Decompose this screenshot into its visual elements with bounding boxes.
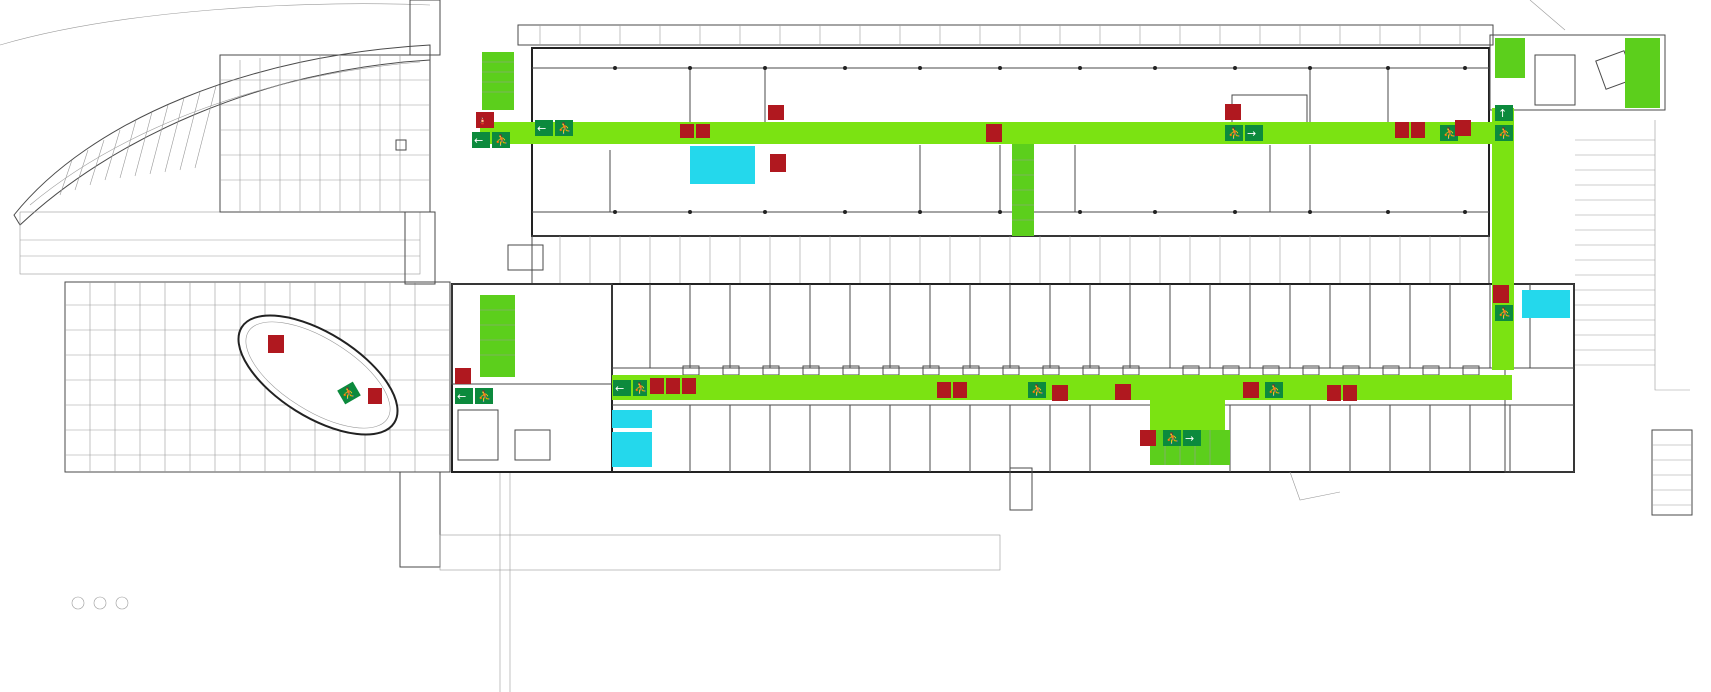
legend-marker — [115, 596, 129, 610]
fire-sign — [1115, 384, 1131, 400]
stair-sw — [480, 295, 515, 377]
svg-text:⛹: ⛹ — [1498, 306, 1512, 320]
fire-sign — [1225, 104, 1241, 120]
svg-text:⛹: ⛹ — [1166, 431, 1180, 445]
fire-sign — [455, 368, 471, 384]
exit-sign: ← ⛹ — [613, 380, 648, 396]
bridge-strip — [399, 0, 1001, 692]
svg-text:→: → — [1247, 127, 1256, 140]
fire-sign: 🧯 — [476, 112, 494, 128]
legend-markers — [71, 596, 129, 610]
stair-ne-2 — [1625, 38, 1660, 108]
svg-text:⛹: ⛹ — [1031, 383, 1045, 397]
exit-sign: ⛹ — [1440, 125, 1458, 141]
svg-text:⛹: ⛹ — [1498, 126, 1512, 140]
exit-sign: ⛹ — [1028, 382, 1046, 398]
exit-sign: ⛹ → — [1163, 430, 1201, 446]
fire-equipment-signs: 🧯 — [268, 104, 1509, 446]
exit-sign: ← ⛹ — [472, 132, 510, 148]
fire-sign — [1052, 385, 1068, 401]
east-vertical-route — [1492, 108, 1514, 370]
east-tower — [1009, 0, 1693, 516]
exit-sign: ← ⛹ — [535, 120, 573, 136]
tech-room-east — [1522, 290, 1570, 318]
svg-text:⛹: ⛹ — [1268, 383, 1282, 397]
fire-sign — [937, 382, 967, 398]
oval-atrium — [237, 314, 399, 436]
exit-sign: ⛹ — [1495, 305, 1513, 321]
legend-marker — [71, 596, 85, 610]
legend-marker — [93, 596, 107, 610]
svg-text:←: ← — [615, 382, 624, 395]
fire-sign — [1243, 382, 1259, 398]
svg-text:⛹: ⛹ — [1443, 126, 1457, 140]
tech-room-south-2 — [612, 432, 652, 467]
svg-text:⛹: ⛹ — [495, 133, 509, 147]
svg-text:↑: ↑ — [1498, 107, 1507, 120]
svg-text:←: ← — [537, 122, 546, 135]
fire-sign — [268, 335, 284, 353]
fire-sign — [1395, 122, 1425, 138]
tech-room-south-1 — [612, 410, 652, 428]
svg-text:⛹: ⛹ — [634, 381, 648, 395]
fire-sign — [1327, 385, 1357, 401]
exit-sign: ⛹ — [337, 381, 361, 405]
svg-text:←: ← — [457, 390, 466, 403]
fire-sign — [680, 124, 710, 138]
exit-sign: ↑ ⛹ — [1495, 105, 1513, 141]
stair-treads — [480, 61, 1211, 465]
tech-room-north — [690, 146, 755, 184]
fire-sign — [1455, 120, 1471, 136]
south-wing — [451, 283, 1575, 473]
exit-sign: ⛹ → — [1225, 125, 1263, 141]
fire-sign — [768, 105, 784, 120]
svg-text:⛹: ⛹ — [478, 389, 492, 403]
svg-text:→: → — [1185, 432, 1194, 445]
svg-text:⛹: ⛹ — [1228, 126, 1242, 140]
exit-sign: ⛹ — [1265, 382, 1283, 398]
fire-sign — [770, 154, 786, 172]
middle-band — [507, 235, 1490, 285]
exit-sign: ← ⛹ — [455, 388, 493, 404]
svg-text:🧯: 🧯 — [478, 116, 487, 125]
technical-rooms — [612, 146, 1570, 467]
fire-sign — [368, 388, 382, 404]
stair-nw — [482, 52, 514, 110]
lower-terrace-grid — [64, 281, 451, 473]
curved-canopy — [0, 3, 431, 275]
svg-text:⛹: ⛹ — [342, 386, 356, 400]
upper-terrace-grid — [219, 54, 431, 213]
fire-sign — [1140, 430, 1156, 446]
fire-sign — [1493, 285, 1509, 303]
fire-sign — [986, 124, 1002, 142]
svg-text:⛹: ⛹ — [558, 121, 572, 135]
svg-text:←: ← — [474, 134, 483, 147]
fire-sign — [650, 378, 696, 394]
stair-ne — [1495, 38, 1525, 78]
exit-signs: ← ⛹ ← ⛹ ⛹ → ⛹ ↑ ⛹ ⛹ ← ⛹ ← ⛹ ⛹ — [337, 105, 1513, 446]
